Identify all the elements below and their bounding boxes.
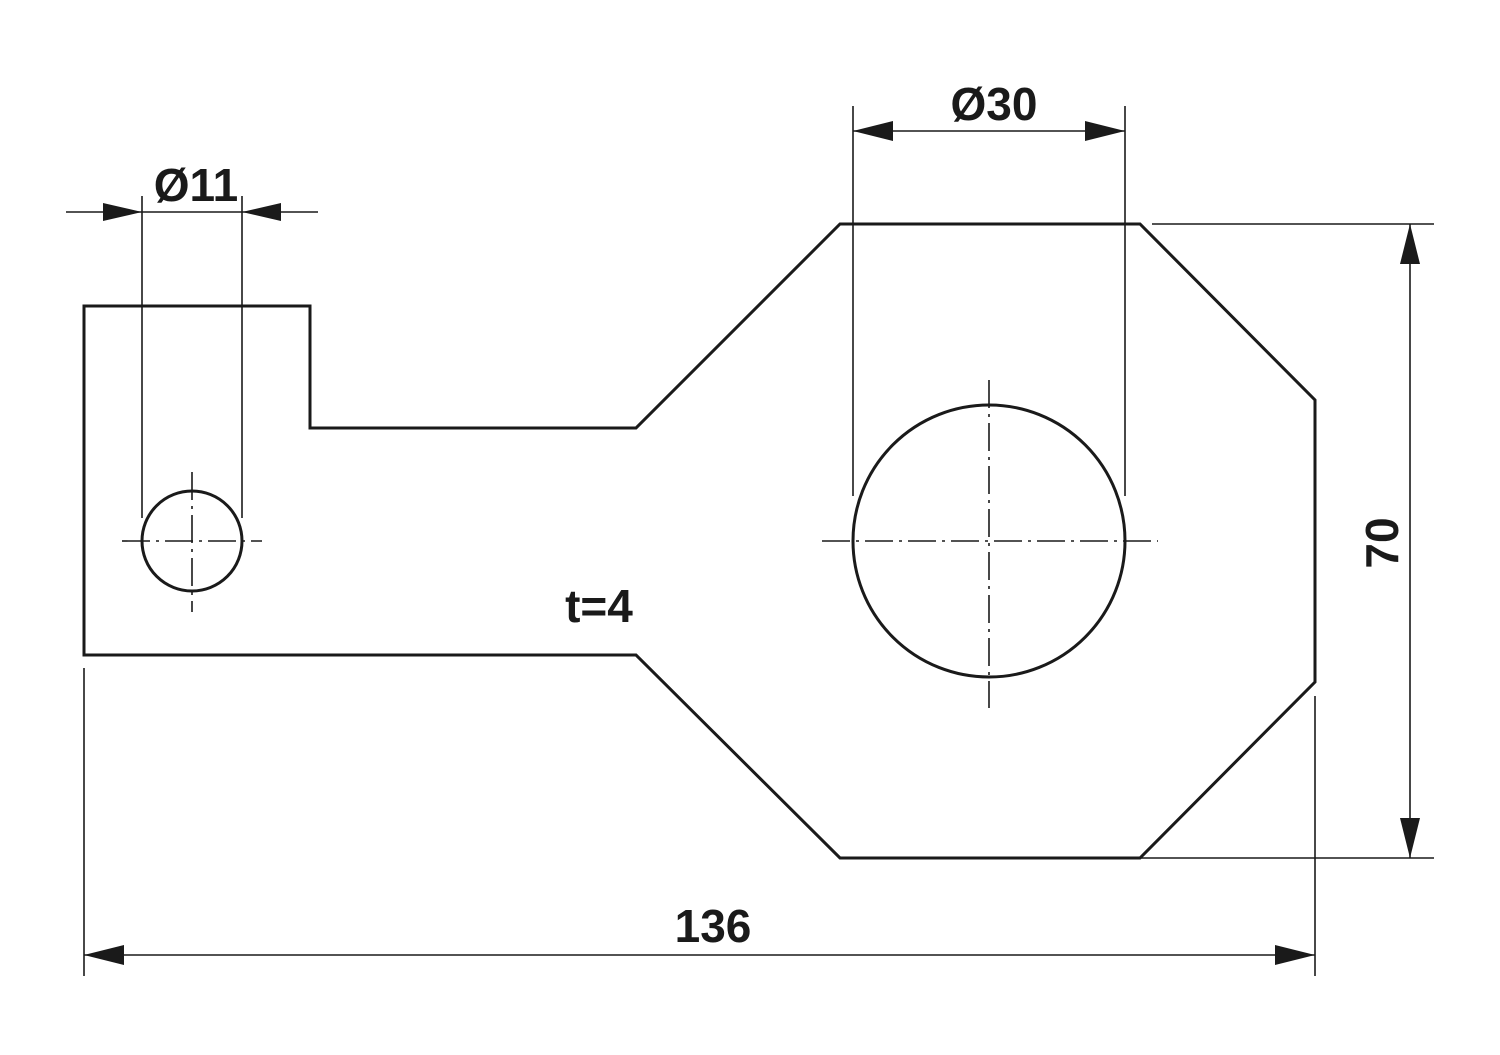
width-dimension: 136 bbox=[83, 668, 1316, 976]
small-hole-centerlines bbox=[122, 472, 262, 612]
height-label: 70 bbox=[1356, 517, 1408, 568]
arrowhead bbox=[1400, 224, 1420, 264]
large-hole-centerlines bbox=[822, 380, 1158, 708]
small-hole-dimension: Ø11 bbox=[66, 159, 318, 518]
arrowhead bbox=[1085, 121, 1125, 141]
arrowhead bbox=[853, 121, 893, 141]
arrowhead bbox=[103, 203, 142, 221]
large-hole-diameter-label: Ø30 bbox=[951, 78, 1038, 130]
arrowhead bbox=[242, 203, 281, 221]
large-hole-dimension: Ø30 bbox=[852, 78, 1126, 496]
width-label: 136 bbox=[675, 900, 752, 952]
arrowhead bbox=[1400, 818, 1420, 858]
thickness-label: t=4 bbox=[565, 580, 633, 632]
height-dimension: 70 bbox=[1138, 223, 1434, 859]
part-outline bbox=[82, 222, 1317, 860]
arrowhead bbox=[84, 945, 124, 965]
arrowhead bbox=[1275, 945, 1315, 965]
small-hole-diameter-label: Ø11 bbox=[154, 159, 238, 211]
